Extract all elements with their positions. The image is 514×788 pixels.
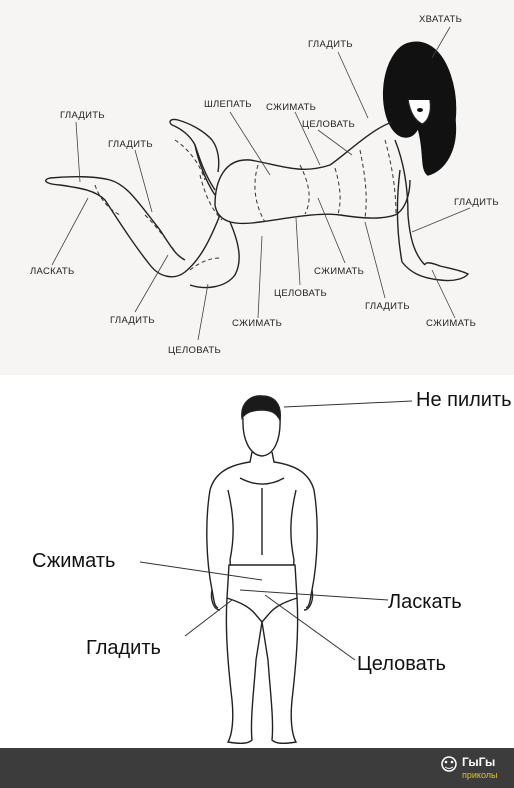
label-caress: ЛАСКАТЬ bbox=[30, 266, 75, 277]
bottom-illustration-panel bbox=[0, 375, 514, 748]
label-grab: ХВАТАТЬ bbox=[419, 14, 462, 25]
label-spank: ШЛЕПАТЬ bbox=[204, 99, 252, 110]
label-caress: Ласкать bbox=[388, 591, 462, 613]
woman-figure bbox=[44, 41, 470, 289]
label-stroke-leg: ГЛАДИТЬ bbox=[108, 139, 153, 150]
label-do-not-nag: Не пилить bbox=[416, 389, 512, 411]
label-stroke-arm: ГЛАДИТЬ bbox=[454, 197, 499, 208]
label-squeeze-thigh: СЖИМАТЬ bbox=[232, 318, 282, 329]
watermark-brand: ГыГы bbox=[462, 755, 495, 769]
label-squeeze-belly: СЖИМАТЬ bbox=[314, 266, 364, 277]
label-leaders-bottom bbox=[139, 400, 413, 661]
label-squeeze: Сжимать bbox=[32, 550, 115, 572]
label-stroke-knee: ГЛАДИТЬ bbox=[110, 315, 155, 326]
watermark-sub: приколы bbox=[462, 770, 497, 780]
label-stroke-chest: ГЛАДИТЬ bbox=[365, 301, 410, 312]
label-kiss: Целовать bbox=[357, 653, 446, 675]
label-leaders-top bbox=[51, 26, 471, 341]
label-stroke-hair: ГЛАДИТЬ bbox=[308, 39, 353, 50]
label-stroke: Гладить bbox=[86, 637, 161, 659]
footer-bar bbox=[0, 748, 514, 788]
label-kiss-back: ЦЕЛОВАТЬ bbox=[302, 119, 355, 130]
label-squeeze-waist: СЖИМАТЬ bbox=[266, 102, 316, 113]
watermark-logo: ГыГы приколы bbox=[441, 755, 497, 780]
label-kiss-hip: ЦЕЛОВАТЬ bbox=[274, 288, 327, 299]
label-squeeze-hand: СЖИМАТЬ bbox=[426, 318, 476, 329]
man-figure bbox=[206, 395, 318, 745]
label-stroke-foot: ГЛАДИТЬ bbox=[60, 110, 105, 121]
dashed-guides bbox=[94, 139, 397, 271]
label-kiss-knee: ЦЕЛОВАТЬ bbox=[168, 345, 221, 356]
